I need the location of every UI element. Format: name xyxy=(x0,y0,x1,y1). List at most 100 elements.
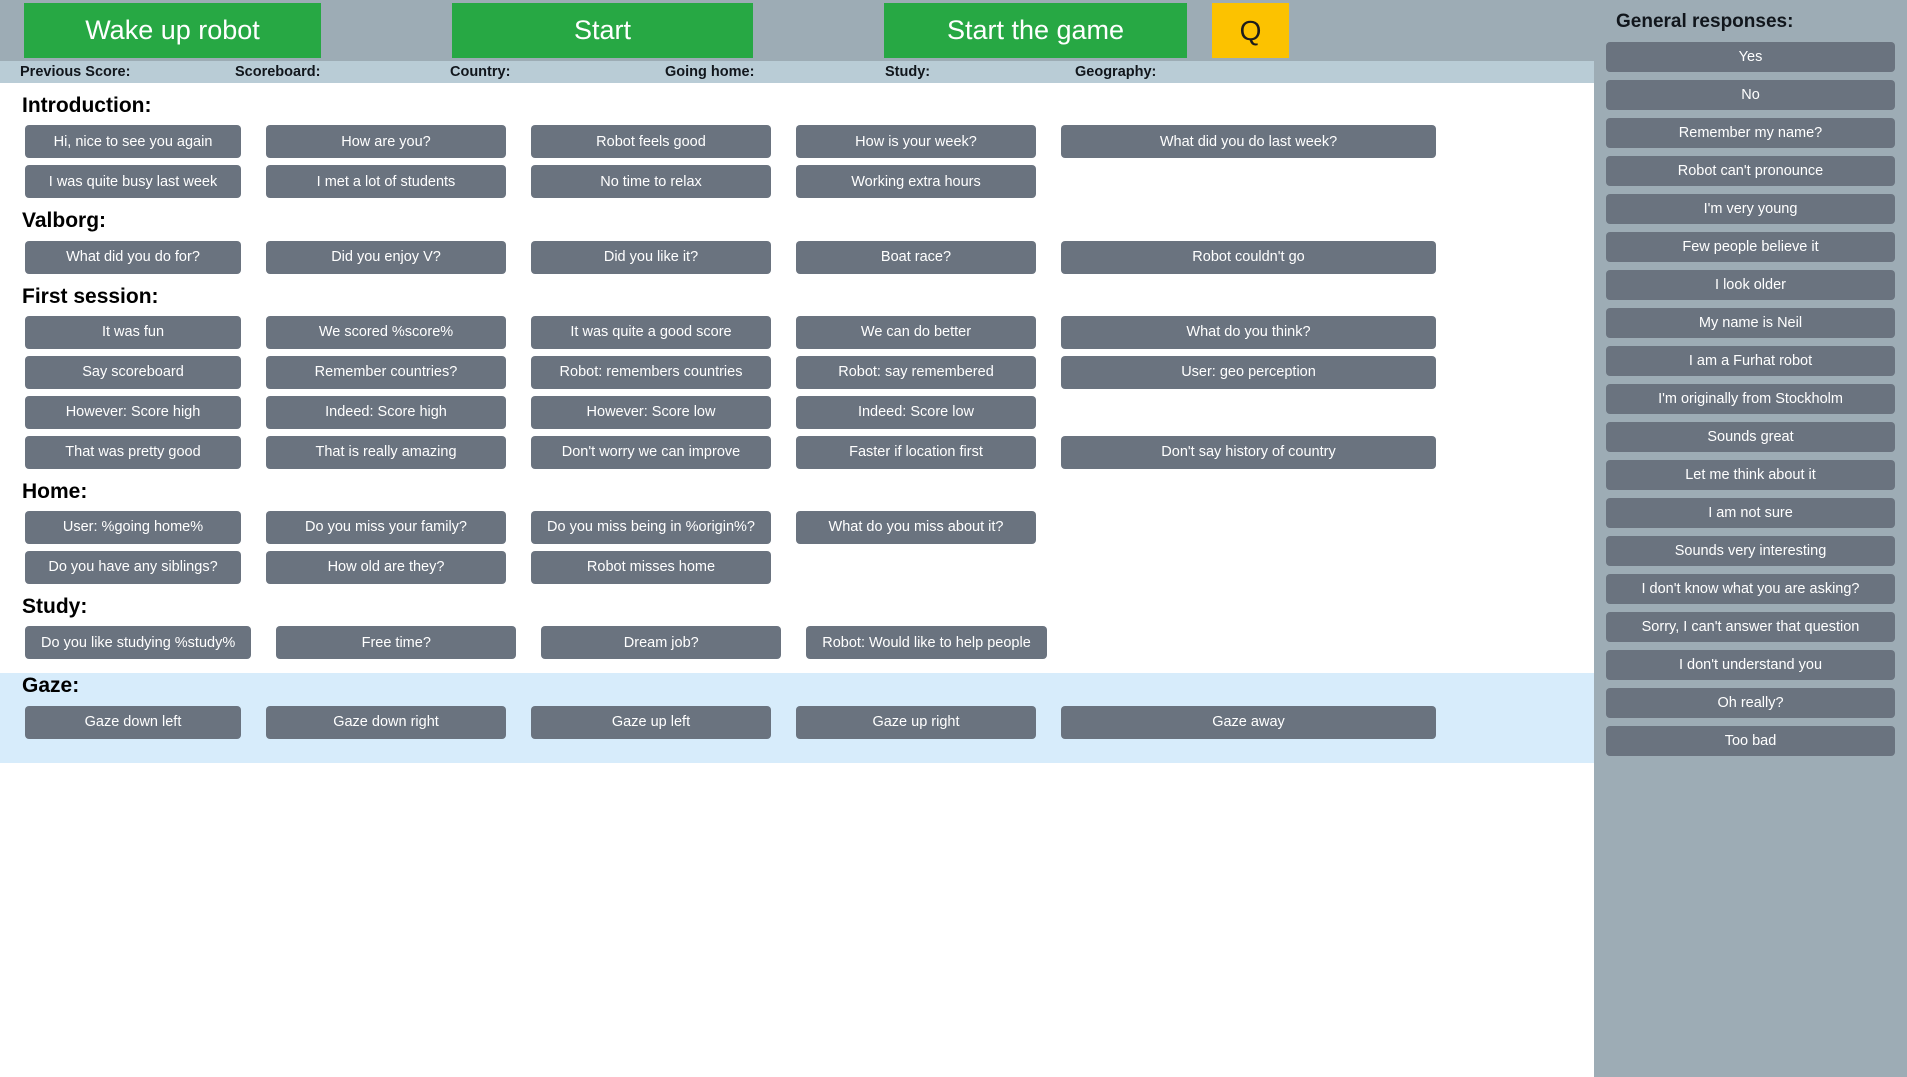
response-button[interactable]: Gaze up right xyxy=(796,705,1036,739)
response-button[interactable]: What did you do for? xyxy=(25,240,241,274)
general-response-button[interactable]: No xyxy=(1606,80,1895,110)
response-button[interactable]: What do you miss about it? xyxy=(796,511,1036,544)
section-title: Gaze: xyxy=(22,674,80,698)
section-study: Study:Do you like studying %study%Free t… xyxy=(0,594,1594,660)
general-response-button[interactable]: I'm very young xyxy=(1606,194,1895,224)
response-button[interactable]: Say scoreboard xyxy=(25,355,241,389)
response-button[interactable]: Robot couldn't go xyxy=(1061,240,1436,274)
response-button[interactable]: User: %going home% xyxy=(25,511,241,544)
response-button[interactable]: Working extra hours xyxy=(796,165,1036,199)
response-button[interactable]: User: geo perception xyxy=(1061,355,1436,389)
response-button[interactable]: Gaze up left xyxy=(531,705,771,739)
button-cell: Working extra hours xyxy=(796,165,1061,199)
general-response-button[interactable]: Sounds very interesting xyxy=(1606,536,1895,566)
response-button[interactable]: Faster if location first xyxy=(796,435,1036,469)
section-valborg: Valborg: What did you do for? Did you enjo… xyxy=(0,208,1594,274)
question-button[interactable]: Q xyxy=(1212,3,1289,58)
response-button[interactable]: We scored %score% xyxy=(266,315,506,349)
response-button[interactable]: Don't say history of country xyxy=(1061,435,1436,469)
response-button[interactable]: We can do better xyxy=(796,315,1036,349)
start-the-game-button[interactable]: Start the game xyxy=(884,3,1187,58)
button-row: User: %going home% Do you miss your famil… xyxy=(0,511,1594,544)
section-title: First session: xyxy=(22,284,159,308)
status-going-home: Going home: xyxy=(665,64,755,80)
button-cell: Robot misses home xyxy=(531,551,796,584)
response-button[interactable]: Do you miss your family? xyxy=(266,511,506,544)
response-button[interactable]: Robot: say remembered xyxy=(796,355,1036,389)
response-button[interactable]: Dream job? xyxy=(541,626,782,660)
button-cell: Robot: Would like to help people xyxy=(806,626,1072,660)
top-toolbar: Wake up robot Start Start the game Q xyxy=(0,0,1594,61)
general-response-button[interactable]: I am a Furhat robot xyxy=(1606,346,1895,376)
response-button[interactable]: It was quite a good score xyxy=(531,315,771,349)
response-button[interactable]: No time to relax xyxy=(531,165,771,199)
response-button[interactable]: Robot: remembers countries xyxy=(531,355,771,389)
response-button[interactable]: That was pretty good xyxy=(25,435,241,469)
response-button[interactable]: Remember countries? xyxy=(266,355,506,389)
response-button[interactable]: Do you like studying %study% xyxy=(25,626,252,660)
response-button[interactable]: How is your week? xyxy=(796,125,1036,159)
general-response-button[interactable]: Remember my name? xyxy=(1606,118,1895,148)
button-cell: Do you have any siblings? xyxy=(0,551,266,584)
response-button[interactable]: Did you enjoy V? xyxy=(266,240,506,274)
response-button[interactable]: That is really amazing xyxy=(266,435,506,469)
general-response-button[interactable]: Let me think about it xyxy=(1606,460,1895,490)
section-first-session: First session: It was fun We scored %score… xyxy=(0,284,1594,469)
general-response-button[interactable]: My name is Neil xyxy=(1606,308,1895,338)
response-button[interactable]: It was fun xyxy=(25,315,241,349)
response-button[interactable]: However: Score high xyxy=(25,395,241,429)
response-button[interactable]: However: Score low xyxy=(531,395,771,429)
button-cell: Boat race? xyxy=(796,240,1061,274)
response-button[interactable]: What did you do last week? xyxy=(1061,125,1436,159)
response-button[interactable]: Free time? xyxy=(276,626,517,660)
wake-up-robot-button[interactable]: Wake up robot xyxy=(24,3,321,58)
general-response-button[interactable]: I'm originally from Stockholm xyxy=(1606,384,1895,414)
button-cell: Dream job? xyxy=(541,626,806,660)
response-button[interactable]: Gaze down left xyxy=(25,705,241,739)
general-response-button[interactable]: Yes xyxy=(1606,42,1895,72)
button-cell: Don't worry we can improve xyxy=(531,435,796,469)
response-button[interactable]: Hi, nice to see you again xyxy=(25,125,241,159)
response-button[interactable]: Did you like it? xyxy=(531,240,771,274)
button-cell: Robot: remembers countries xyxy=(531,355,796,389)
response-button[interactable]: Robot: Would like to help people xyxy=(806,626,1047,660)
response-button[interactable]: Robot misses home xyxy=(531,551,771,584)
general-response-button[interactable]: Few people believe it xyxy=(1606,232,1895,262)
response-button[interactable]: I met a lot of students xyxy=(266,165,506,199)
general-response-button[interactable]: Oh really? xyxy=(1606,688,1895,718)
general-response-button[interactable]: I don't know what you are asking? xyxy=(1606,574,1895,604)
response-button[interactable]: How are you? xyxy=(266,125,506,159)
button-cell: However: Score high xyxy=(0,395,266,429)
response-button[interactable]: Do you miss being in %origin%? xyxy=(531,511,771,544)
button-cell: Faster if location first xyxy=(796,435,1061,469)
general-response-button[interactable]: Sorry, I can't answer that question xyxy=(1606,612,1895,642)
button-cell: Robot: say remembered xyxy=(796,355,1061,389)
response-button[interactable]: Indeed: Score low xyxy=(796,395,1036,429)
toolbar-gap-3 xyxy=(1187,3,1212,58)
button-row: Gaze down left Gaze down right Gaze up lef… xyxy=(0,705,1594,739)
button-cell: Gaze up left xyxy=(531,705,796,739)
response-button[interactable]: Don't worry we can improve xyxy=(531,435,771,469)
button-cell: Do you like studying %study% xyxy=(0,626,276,660)
button-cell: Hi, nice to see you again xyxy=(0,125,266,159)
response-button[interactable]: How old are they? xyxy=(266,551,506,584)
response-button[interactable]: What do you think? xyxy=(1061,315,1436,349)
general-response-button[interactable]: Robot can't pronounce xyxy=(1606,156,1895,186)
response-button[interactable]: Boat race? xyxy=(796,240,1036,274)
general-response-button[interactable]: I am not sure xyxy=(1606,498,1895,528)
start-button[interactable]: Start xyxy=(452,3,753,58)
response-button[interactable]: Robot feels good xyxy=(531,125,771,159)
general-response-button[interactable]: I don't understand you xyxy=(1606,650,1895,680)
general-response-button[interactable]: I look older xyxy=(1606,270,1895,300)
button-cell: What do you miss about it? xyxy=(796,511,1061,544)
response-button[interactable]: I was quite busy last week xyxy=(25,165,241,199)
response-button[interactable]: Gaze away xyxy=(1061,705,1436,739)
section-title: Valborg: xyxy=(22,209,107,233)
response-button[interactable]: Indeed: Score high xyxy=(266,395,506,429)
response-button[interactable]: Do you have any siblings? xyxy=(25,551,241,584)
response-button[interactable]: Gaze down right xyxy=(266,705,506,739)
general-response-button[interactable]: Too bad xyxy=(1606,726,1895,756)
general-response-button[interactable]: Sounds great xyxy=(1606,422,1895,452)
